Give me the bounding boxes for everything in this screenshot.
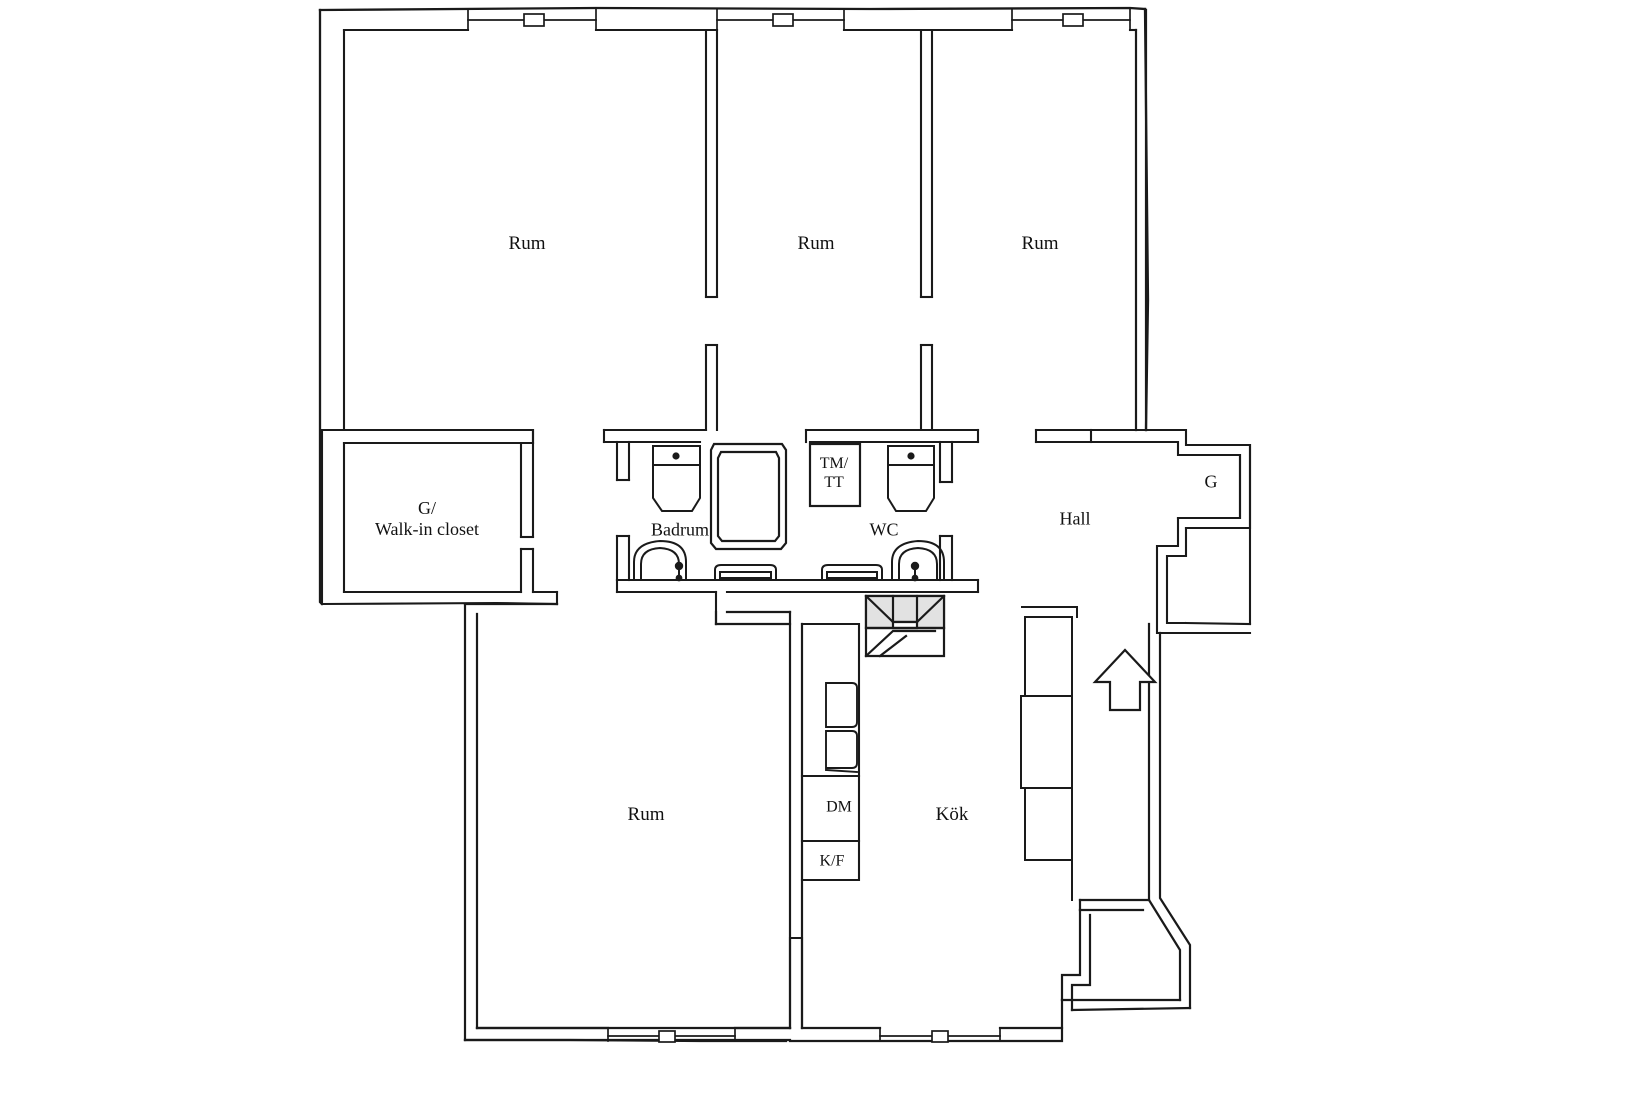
window-top-2 [716, 8, 845, 31]
building-right-wall [1134, 8, 1148, 432]
sink-badrum [633, 539, 687, 582]
window-bottom-1 [607, 1027, 736, 1043]
window-bottom-2 [879, 1027, 1001, 1043]
toilet-wc [887, 445, 935, 512]
wall-rum1-rum2 [704, 28, 719, 432]
wall-closet-east [519, 428, 535, 594]
wall-hall [1034, 428, 1252, 635]
wall-wc [788, 428, 980, 594]
kitchen-counter [800, 622, 861, 882]
entrance-arrow-icon [1092, 648, 1158, 712]
wall-stub-bottom [788, 936, 804, 1030]
washer-dryer-box [808, 442, 862, 508]
building-south-east-wall [1060, 622, 1192, 1012]
counter-wc [821, 564, 883, 581]
kitchen-sink [824, 682, 859, 774]
closet-hall-3 [1024, 787, 1073, 901]
window-top-3 [1011, 7, 1131, 31]
window-top-1 [467, 7, 597, 31]
wall-rum2-rum3 [919, 28, 934, 432]
stove-hob [864, 594, 946, 658]
building-inner-wall [342, 28, 1138, 432]
sink-wc [891, 539, 945, 582]
bathtub-badrum [709, 442, 788, 551]
toilet-badrum [652, 445, 701, 512]
counter-badrum [714, 564, 777, 581]
